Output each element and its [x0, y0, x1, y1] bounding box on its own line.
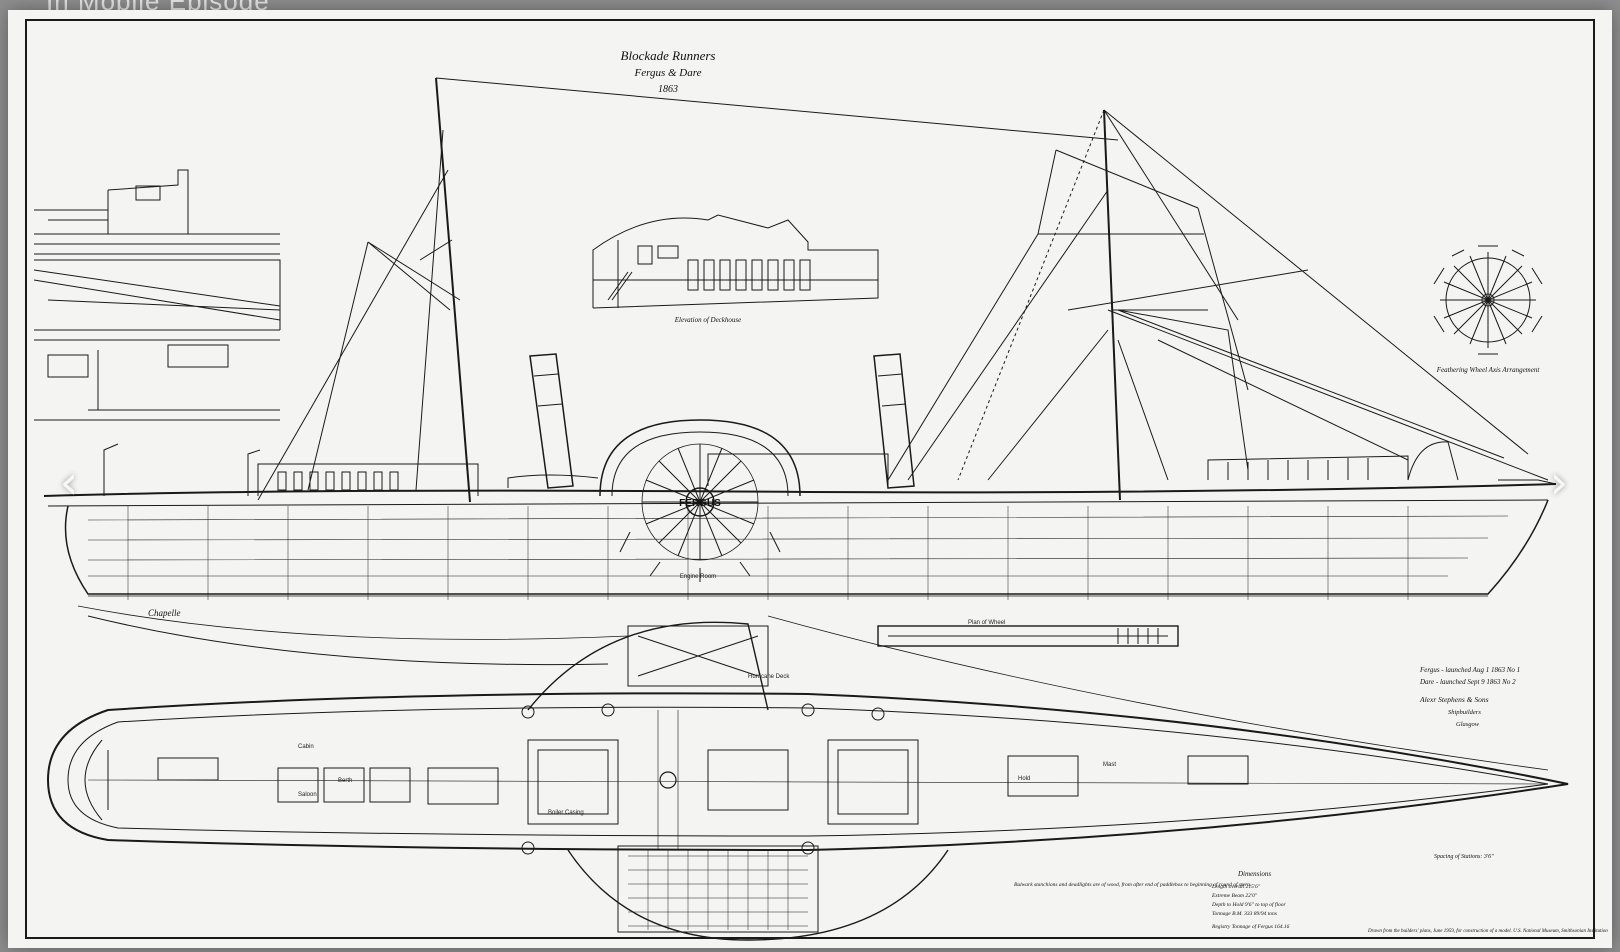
- next-image-button[interactable]: ›: [1549, 455, 1569, 509]
- deckhouse-windows: [687, 259, 811, 291]
- bulwark-note: Bulwark stanchions and deadlights are of…: [1014, 881, 1251, 888]
- note-fergus-launch: Fergus - launched Aug 1 1863 No 1: [1419, 666, 1520, 674]
- hull-profile: [43, 441, 1557, 600]
- plan-year: 1863: [658, 84, 678, 95]
- blueprint-sheet: Blockade Runners Fergus & Dare 1863 Elev…: [8, 10, 1612, 948]
- dimensions-title: Dimensions: [1237, 870, 1271, 878]
- station-spacing: Spacing of Stations: 3'6": [1434, 853, 1494, 860]
- plan-title: Blockade Runners: [621, 48, 716, 63]
- previous-image-button[interactable]: ‹: [59, 455, 79, 509]
- boiler-casing-label: Boiler Casing: [548, 810, 584, 816]
- deck-plan: Saloon Berth Boiler Casing Hold Mast Hur…: [46, 621, 1569, 941]
- stern-detail: [33, 169, 281, 421]
- dimension-length: Length overall 215'6": [1211, 884, 1261, 890]
- hold-label: Hold: [1018, 776, 1030, 782]
- drawn-from-note: Drawn from the builders' plans, June 195…: [1367, 929, 1608, 934]
- rigging: [257, 77, 1549, 503]
- builder-notes: Fergus - launched Aug 1 1863 No 1 Dare -…: [1014, 666, 1608, 934]
- berth-label: Berth: [338, 778, 352, 784]
- mast-label: Mast: [1103, 762, 1116, 768]
- dimension-beam: Extreme Beam 22'0": [1211, 893, 1258, 899]
- chapelle-label: Chapelle: [148, 608, 181, 618]
- deckhouse-elevation: Elevation of Deckhouse: [592, 214, 879, 324]
- wheel-plan-label: Plan of Wheel: [968, 620, 1005, 626]
- dimension-tonnage: Tonnage B.M. 333 89/94 tons: [1212, 910, 1277, 917]
- deckhouse-label: Elevation of Deckhouse: [674, 316, 741, 324]
- paddle-wheel: FERGUS: [599, 419, 801, 582]
- saloon-windows: [277, 471, 399, 491]
- wheel-plan-box: [877, 625, 1179, 647]
- hurricane-deck-label: Hurricane Deck: [748, 674, 790, 680]
- registry-tonnage: Registry Tonnage of Fergus 164.16: [1211, 923, 1290, 930]
- plan-border: [25, 19, 1595, 939]
- feathering-label: Feathering Wheel Axis Arrangement: [1436, 366, 1541, 374]
- lines-plan: Chapelle Plan of Wheel: [77, 605, 1549, 771]
- builder-role: Shipbuilders: [1448, 709, 1481, 716]
- builder-city: Glasgow: [1456, 721, 1480, 728]
- feathering-wheel-diagram: Feathering Wheel Axis Arrangement: [1433, 245, 1543, 374]
- saloon-label: Saloon: [298, 792, 317, 798]
- builder-name: Alexr Stephens & Sons: [1419, 695, 1489, 704]
- engine-room-label: Engine Room: [680, 574, 716, 580]
- cabin-label: Cabin: [298, 744, 314, 750]
- note-dare-launch: Dare - launched Sept 9 1863 No 2: [1419, 678, 1516, 686]
- dimension-depth: Depth to Hold 9'6" to top of floor: [1211, 901, 1286, 908]
- funnels: [529, 353, 915, 489]
- ship-plan-drawing: Blockade Runners Fergus & Dare 1863 Elev…: [25, 19, 1608, 941]
- plan-subtitle: Fergus & Dare: [633, 67, 701, 79]
- ship-name-label: FERGUS: [679, 498, 721, 509]
